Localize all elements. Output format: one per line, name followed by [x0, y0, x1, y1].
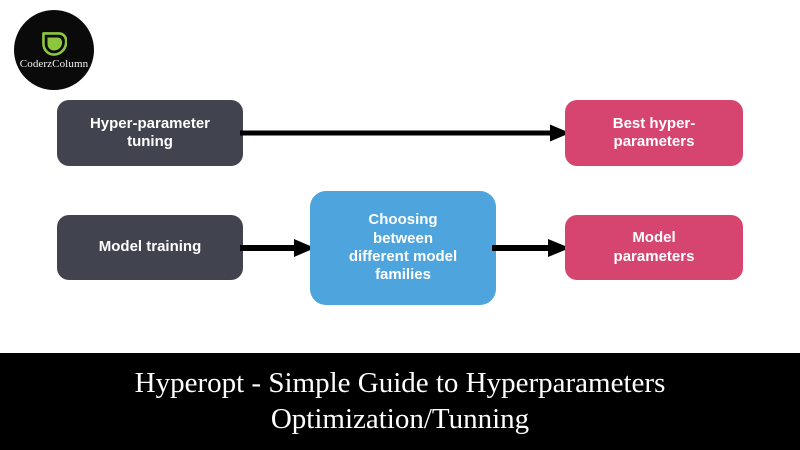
node-choosing-between-model-families: Choosing between different model familie…: [310, 191, 496, 305]
node-model-training: Model training: [57, 215, 243, 280]
caption-bar: Hyperopt - Simple Guide to Hyperparamete…: [0, 353, 800, 450]
leaf-droplet-icon: [42, 31, 67, 56]
coderzcolumn-logo: CoderzColumn: [14, 10, 94, 90]
arrow-training-to-choosing: [240, 239, 315, 257]
caption-title: Hyperopt - Simple Guide to Hyperparamete…: [134, 366, 666, 435]
arrow-tuning-to-best: [240, 124, 570, 142]
node-hyper-parameter-tuning: Hyper-parameter tuning: [57, 100, 243, 166]
node-model-parameters: Model parameters: [565, 215, 743, 280]
logo-wordmark: CoderzColumn: [19, 57, 89, 70]
arrow-choosing-to-parameters: [492, 239, 570, 257]
node-best-hyper-parameters: Best hyper- parameters: [565, 100, 743, 166]
